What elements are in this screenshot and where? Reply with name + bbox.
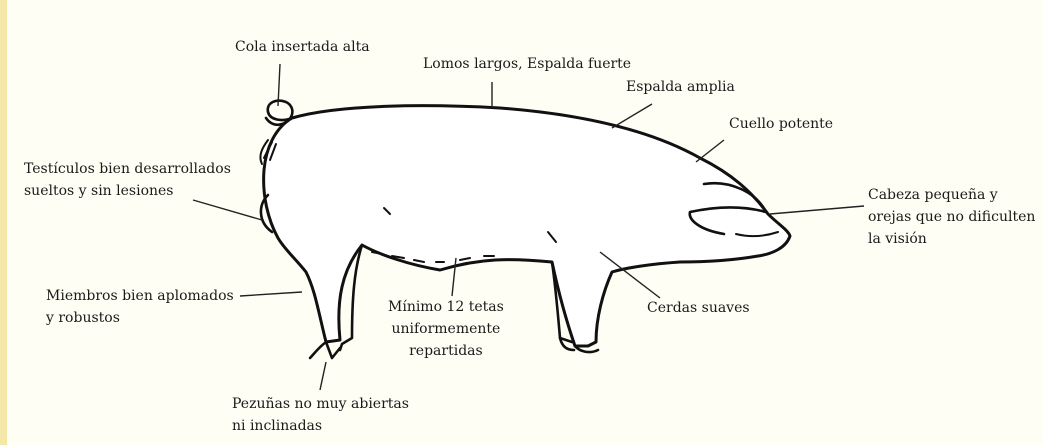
label-hooves-line1: Pezuñas no muy abiertas	[232, 393, 409, 415]
label-teats: Mínimo 12 tetas uniformemente repartidas	[388, 296, 504, 362]
label-limbs-line1: Miembros bien aplomados	[46, 285, 234, 307]
label-back-text: Espalda amplia	[626, 76, 735, 98]
label-tail: Cola insertada alta	[235, 36, 370, 58]
label-limbs-line2: y robustos	[46, 307, 234, 329]
leader-limbs	[240, 292, 302, 296]
label-loin: Lomos largos, Espalda fuerte	[423, 53, 631, 75]
leader-head	[770, 206, 864, 214]
label-teats-line2: uniformemente	[388, 318, 504, 340]
label-bristles: Cerdas suaves	[647, 297, 750, 319]
label-hooves-line2: ni inclinadas	[232, 415, 409, 437]
label-tail-text: Cola insertada alta	[235, 36, 370, 58]
leader-neck	[696, 140, 724, 162]
label-teats-line1: Mínimo 12 tetas	[388, 296, 504, 318]
label-head-line3: la visión	[868, 228, 1035, 250]
label-back: Espalda amplia	[626, 76, 735, 98]
hind-hoof	[310, 342, 340, 358]
label-testicles-line2: sueltos y sin lesiones	[24, 180, 231, 202]
label-head: Cabeza pequeña y orejas que no dificulte…	[868, 184, 1035, 250]
label-bristles-text: Cerdas suaves	[647, 297, 750, 319]
label-loin-text: Lomos largos, Espalda fuerte	[423, 53, 631, 75]
label-hooves: Pezuñas no muy abiertas ni inclinadas	[232, 393, 409, 437]
leader-hooves	[320, 362, 326, 390]
label-neck-text: Cuello potente	[729, 113, 833, 135]
pig-tail	[266, 101, 292, 125]
label-limbs: Miembros bien aplomados y robustos	[46, 285, 234, 329]
label-head-line2: orejas que no dificulten	[868, 206, 1035, 228]
label-neck: Cuello potente	[729, 113, 833, 135]
label-testicles-line1: Testículos bien desarrollados	[24, 158, 231, 180]
leader-testicles	[193, 200, 262, 220]
label-testicles: Testículos bien desarrollados sueltos y …	[24, 158, 231, 202]
leader-back	[612, 104, 652, 128]
label-teats-line3: repartidas	[388, 340, 504, 362]
label-head-line1: Cabeza pequeña y	[868, 184, 1035, 206]
